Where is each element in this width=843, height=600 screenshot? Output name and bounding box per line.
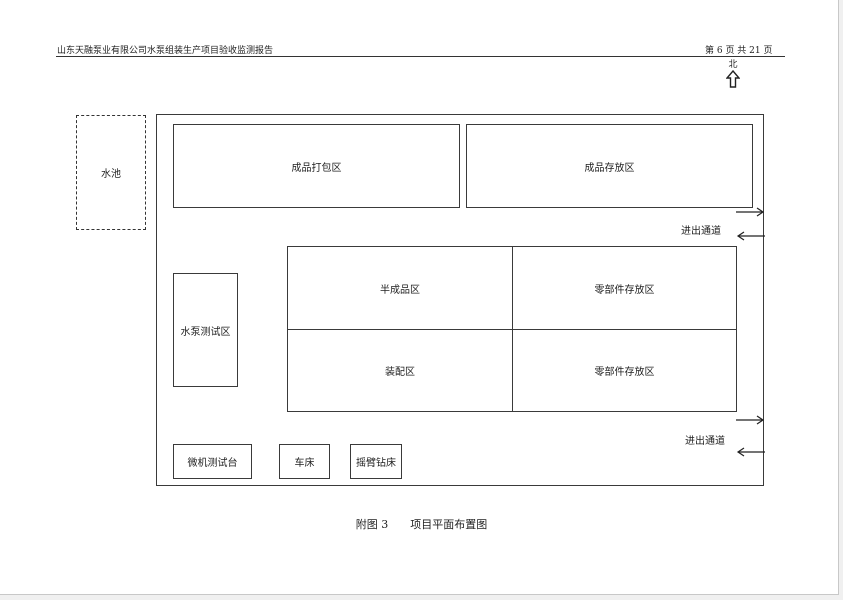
gate-label-upper: 进出通道 [681, 226, 721, 237]
north-label: 北 [728, 60, 738, 70]
assembly-label: 装配区 [385, 367, 415, 378]
pool-zone: 水池 [76, 115, 146, 230]
page-number: 第 6 页 共 21 页 [705, 46, 773, 56]
finished-storage-label: 成品存放区 [584, 162, 635, 174]
north-compass: 北 [724, 60, 742, 90]
micro-test-bench: 微机测试台 [173, 444, 252, 479]
north-arrow-icon [726, 70, 740, 88]
finished-storage-zone: 成品存放区 [466, 124, 753, 208]
semi-finished-zone: 半成品区 [287, 246, 513, 330]
pool-label: 水池 [101, 169, 121, 180]
header-rule [56, 56, 785, 57]
lathe: 车床 [279, 444, 330, 479]
parts-storage-zone-upper: 零部件存放区 [512, 246, 737, 330]
radial-drill: 摇臂钻床 [350, 444, 402, 479]
lathe-label: 车床 [294, 458, 315, 469]
pump-test-zone: 水泵测试区 [173, 273, 238, 387]
semi-finished-label: 半成品区 [380, 284, 420, 296]
arrow-left-icon [736, 447, 765, 457]
parts-storage-label-upper: 零部件存放区 [594, 284, 655, 296]
arrow-left-icon [736, 231, 765, 241]
finished-packing-zone: 成品打包区 [173, 124, 460, 208]
pump-test-label: 水泵测试区 [180, 326, 231, 338]
figure-number: 附图 3 [355, 518, 389, 531]
arrow-right-icon [736, 207, 765, 217]
parts-storage-zone-lower: 零部件存放区 [512, 329, 737, 412]
parts-storage-label-lower: 零部件存放区 [594, 367, 655, 378]
gate-label-lower: 进出通道 [685, 436, 725, 447]
report-title: 山东天融泵业有限公司水泵组装生产项目验收监测报告 [57, 46, 274, 56]
finished-packing-label: 成品打包区 [291, 162, 342, 174]
figure-title: 项目平面布置图 [410, 518, 488, 531]
arrow-right-icon [736, 415, 765, 425]
micro-test-bench-label: 微机测试台 [187, 458, 238, 469]
plant-boundary [156, 114, 764, 486]
assembly-zone: 装配区 [287, 329, 513, 412]
figure-caption: 附图 3 项目平面布置图 [0, 516, 843, 532]
radial-drill-label: 摇臂钻床 [356, 458, 396, 469]
